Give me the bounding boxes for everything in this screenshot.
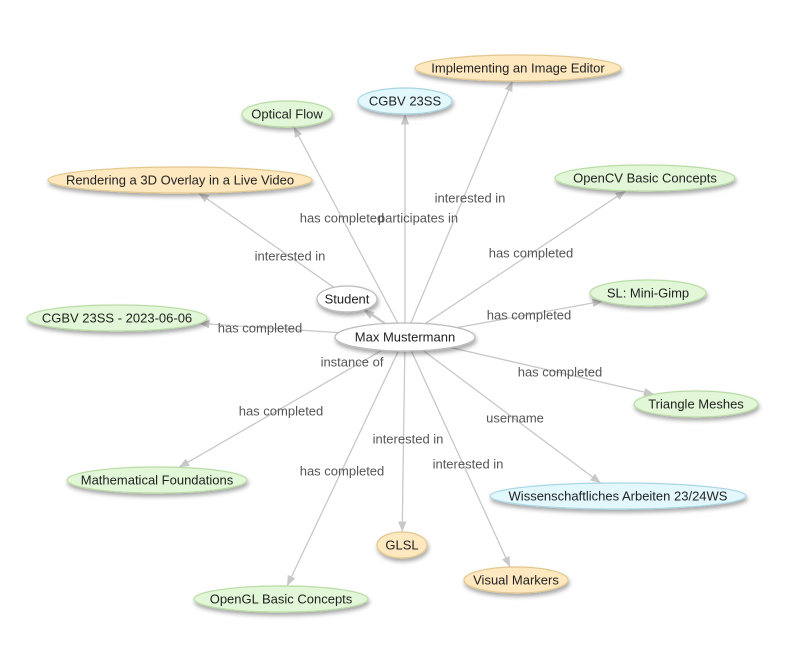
edge-username-wiss [422, 350, 602, 484]
edge-has-completed-opencv [424, 190, 627, 325]
node-sl-mini-gimp[interactable]: SL: Mini-Gimp [589, 279, 707, 307]
edge-has-completed-optical [293, 126, 399, 324]
node-mathematical-foundations[interactable]: Mathematical Foundations [66, 466, 248, 494]
edge-label: has completed [300, 464, 385, 479]
node-wissenschaftliches-arbeiten-23-24ws[interactable]: Wissenschaftliches Arbeiten 23/24WS [489, 482, 747, 510]
node-shape [193, 585, 369, 613]
edge-label: has completed [239, 404, 324, 419]
node-label: GLSL [385, 538, 418, 553]
node-shape [463, 566, 569, 594]
node-shape [633, 390, 759, 418]
node-max-mustermann[interactable]: Max Mustermann [334, 322, 476, 352]
node-label: OpenGL Basic Concepts [210, 592, 353, 607]
node-label: Implementing an Image Editor [431, 61, 605, 76]
node-shape [316, 285, 378, 313]
node-shape [554, 164, 736, 192]
edge-instance-of-student [363, 309, 385, 325]
node-opengl-basic-concepts[interactable]: OpenGL Basic Concepts [193, 585, 369, 613]
edge-has-completed-math [178, 349, 383, 468]
node-label: CGBV 23SS - 2023-06-06 [42, 311, 192, 326]
edge-label: interested in [433, 457, 504, 472]
node-rendering-a-3d-overlay-in-a-live-video[interactable]: Rendering a 3D Overlay in a Live Video [47, 166, 313, 194]
edge-interested-in-markers [410, 350, 511, 568]
edge-label: interested in [255, 249, 326, 264]
edge-label: has completed [489, 246, 574, 261]
node-shape [66, 466, 248, 494]
node-opencv-basic-concepts[interactable]: OpenCV Basic Concepts [554, 164, 736, 192]
edge-label: has completed [300, 211, 385, 226]
edge-interested-in-glsl [398, 350, 407, 533]
node-shape [376, 531, 428, 559]
node-optical-flow[interactable]: Optical Flow [241, 100, 333, 128]
node-label: Mathematical Foundations [81, 473, 234, 488]
node-glsl[interactable]: GLSL [376, 531, 428, 559]
node-label: Max Mustermann [355, 330, 455, 345]
node-label: SL: Mini-Gimp [607, 286, 689, 301]
node-label: Rendering a 3D Overlay in a Live Video [66, 173, 294, 188]
node-student[interactable]: Student [316, 285, 378, 313]
edge-interested-in-editor [410, 80, 514, 324]
edge-label: has completed [518, 365, 603, 380]
node-shape [334, 322, 476, 352]
edge-has-completed-triangle [450, 346, 655, 397]
node-triangle-meshes[interactable]: Triangle Meshes [633, 390, 759, 418]
edge-label: instance of [321, 355, 384, 370]
node-label: Wissenschaftliches Arbeiten 23/24WS [509, 489, 728, 504]
node-shape [47, 166, 313, 194]
edge-has-completed-gimp [456, 298, 603, 329]
edge-has-completed-opengl [286, 350, 399, 587]
edge-label: interested in [373, 432, 444, 447]
node-shape [357, 87, 453, 115]
node-shape [489, 482, 747, 510]
node-shape [26, 304, 208, 332]
node-label: OpenCV Basic Concepts [573, 171, 717, 186]
node-visual-markers[interactable]: Visual Markers [463, 566, 569, 594]
node-shape [589, 279, 707, 307]
edge-has-completed-cgbv_date [198, 319, 339, 334]
edge-label: has completed [487, 308, 572, 323]
node-cgbv-23ss[interactable]: CGBV 23SS [357, 87, 453, 115]
edge-label: interested in [435, 191, 506, 206]
edge-label: participates in [378, 211, 458, 226]
node-label: Triangle Meshes [648, 397, 744, 412]
node-label: CGBV 23SS [369, 94, 442, 109]
edge-label: username [486, 411, 544, 426]
node-label: Student [325, 292, 370, 307]
node-implementing-an-image-editor[interactable]: Implementing an Image Editor [414, 54, 622, 82]
node-cgbv-23ss-2023-06-06[interactable]: CGBV 23SS - 2023-06-06 [26, 304, 208, 332]
node-label: Visual Markers [473, 573, 559, 588]
node-label: Optical Flow [251, 107, 323, 122]
node-shape [414, 54, 622, 82]
node-shape [241, 100, 333, 128]
edge-label: has completed [218, 321, 303, 336]
